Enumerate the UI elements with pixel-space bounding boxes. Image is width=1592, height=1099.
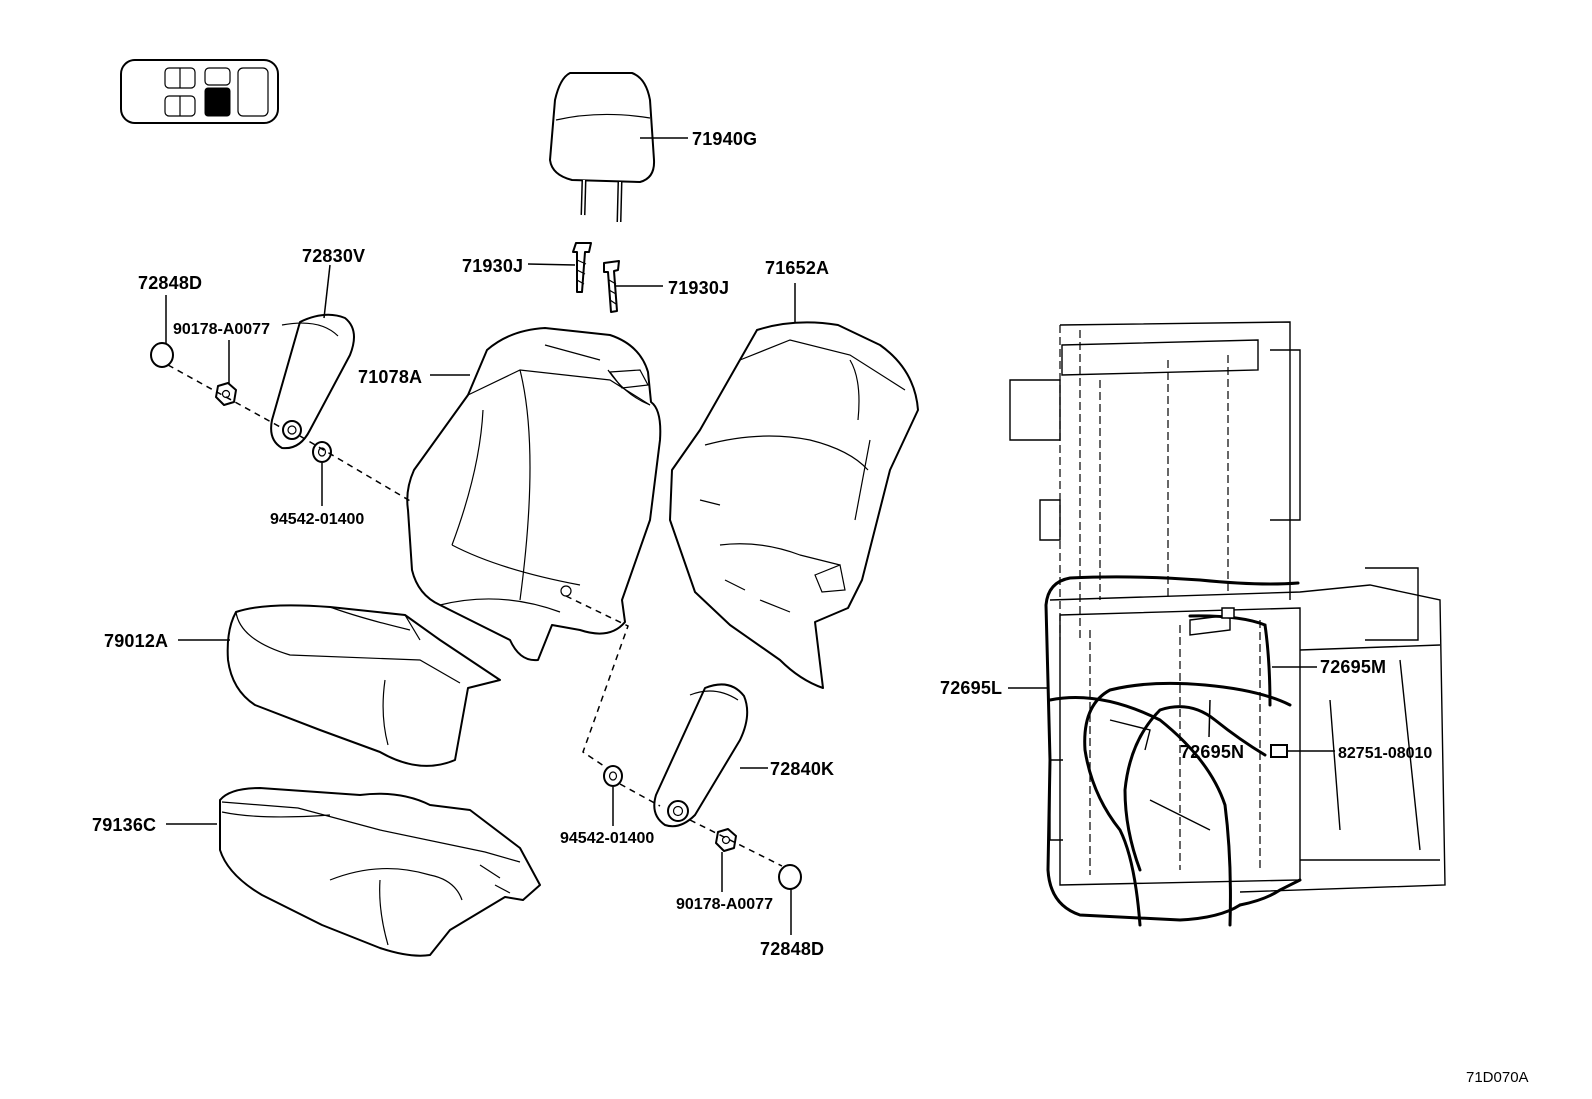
label-72848d-bottom: 72848D xyxy=(760,939,824,959)
cap-lower xyxy=(778,864,802,890)
label-79136c: 79136C xyxy=(92,815,156,835)
seatback-pad xyxy=(669,321,919,689)
headrest-support-left xyxy=(572,242,592,293)
armrest-upper xyxy=(270,313,355,450)
label-71930j-right: 71930J xyxy=(668,278,729,298)
label-90178-a0077-bottom: 90178-A0077 xyxy=(676,896,773,913)
seat-cushion-pad xyxy=(219,787,541,957)
nut-lower xyxy=(715,828,737,852)
label-72848d-top: 72848D xyxy=(138,273,202,293)
label-90178-a0077-top: 90178-A0077 xyxy=(173,321,270,338)
label-71078a: 71078A xyxy=(358,367,422,387)
label-82751-08010: 82751-08010 xyxy=(1338,745,1432,762)
headrest-support-right xyxy=(603,260,620,313)
seat-position-key-icon xyxy=(120,59,279,124)
label-71652a: 71652A xyxy=(765,258,829,278)
washer-lower xyxy=(603,765,623,787)
cap-upper xyxy=(150,342,174,368)
label-72830v: 72830V xyxy=(302,246,365,266)
headrest xyxy=(549,72,656,223)
armrest-lower xyxy=(653,683,749,828)
label-71940g: 71940G xyxy=(692,129,757,149)
wire-harness-72695n xyxy=(1048,681,1302,927)
washer-upper xyxy=(312,441,332,463)
wire-harness-72695l xyxy=(1044,575,1300,922)
label-72695l: 72695L xyxy=(940,678,1002,698)
label-72695n: 72695N xyxy=(1180,742,1244,762)
clamp-82751-08010 xyxy=(1270,744,1288,758)
seat-cushion-cover xyxy=(226,604,501,767)
label-94542-01400-bottom: 94542-01400 xyxy=(560,830,654,847)
label-94542-01400-top: 94542-01400 xyxy=(270,511,364,528)
seatback-cover xyxy=(406,327,662,662)
label-79012a: 79012A xyxy=(104,631,168,651)
illustration-number: 71D070A xyxy=(1466,1069,1529,1086)
label-72695m: 72695M xyxy=(1320,657,1386,677)
wire-harness-72695m xyxy=(1188,607,1272,707)
label-72840k: 72840K xyxy=(770,759,834,779)
label-71930j-left: 71930J xyxy=(462,256,523,276)
seat-frame xyxy=(1009,321,1446,893)
